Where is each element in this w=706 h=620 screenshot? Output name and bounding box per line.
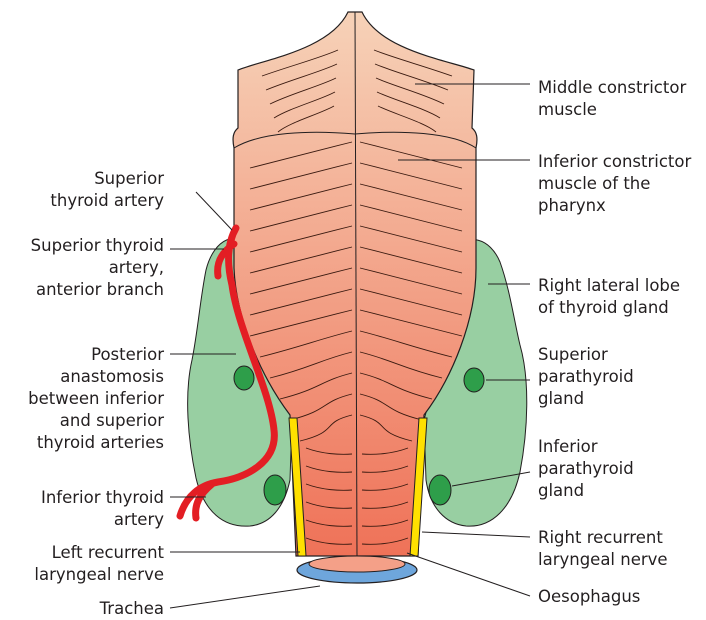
label-line: Trachea — [99, 599, 164, 618]
left-superior-parathyroid — [234, 366, 254, 390]
label-line: parathyroid — [538, 459, 634, 478]
label-line: Superior — [94, 169, 164, 188]
label-right-recurrent-nerve: Right recurrent laryngeal nerve — [538, 528, 668, 569]
label-line: laryngeal nerve — [538, 550, 668, 569]
label-line: Right lateral lobe — [538, 276, 680, 295]
label-middle-constrictor: Middle constrictor muscle — [538, 78, 686, 119]
trachea-lumen — [309, 556, 405, 572]
label-line: Inferior constrictor — [538, 152, 691, 171]
label-line: and superior — [60, 411, 164, 430]
label-trachea: Trachea — [99, 599, 164, 618]
label-sup-thyroid-artery: Superior thyroid artery — [50, 169, 164, 210]
label-inf-thyroid-artery: Inferior thyroid artery — [41, 488, 164, 529]
label-oesophagus: Oesophagus — [538, 587, 640, 606]
label-line: Posterior — [91, 345, 164, 364]
label-line: artery — [114, 510, 164, 529]
left-inferior-parathyroid — [264, 475, 286, 505]
right-superior-parathyroid — [464, 368, 484, 392]
label-line: pharynx — [538, 196, 606, 215]
label-sup-parathyroid: Superior parathyroid gland — [538, 345, 634, 408]
label-line: anastomosis — [60, 367, 164, 386]
label-line: muscle of the — [538, 174, 650, 193]
right-inferior-parathyroid — [429, 475, 451, 505]
label-inferior-constrictor: Inferior constrictor muscle of the pharynx — [538, 152, 691, 215]
label-line: Middle constrictor — [538, 78, 686, 97]
label-line: thyroid arteries — [37, 433, 164, 452]
label-line: parathyroid — [538, 367, 634, 386]
label-left-recurrent-nerve: Left recurrent laryngeal nerve — [34, 543, 164, 584]
label-line: thyroid artery — [50, 191, 164, 210]
label-line: Left recurrent — [52, 543, 165, 562]
label-line: Oesophagus — [538, 587, 640, 606]
label-line: artery, — [109, 258, 164, 277]
label-line: Inferior — [538, 437, 598, 456]
label-line: gland — [538, 389, 584, 408]
label-line: Superior — [538, 345, 608, 364]
label-sup-thyroid-artery-anterior: Superior thyroid artery, anterior branch — [31, 236, 164, 299]
label-line: muscle — [538, 100, 597, 119]
label-line: anterior branch — [36, 280, 164, 299]
label-line: of thyroid gland — [538, 298, 669, 317]
label-line: Inferior thyroid — [41, 488, 164, 507]
label-posterior-anastomosis: Posterior anastomosis between inferior and … — [28, 345, 164, 452]
label-inf-parathyroid: Inferior parathyroid gland — [538, 437, 634, 500]
label-line: between inferior — [28, 389, 164, 408]
label-right-lateral-lobe: Right lateral lobe of thyroid gland — [538, 276, 680, 317]
label-line: laryngeal nerve — [34, 565, 164, 584]
label-line: Right recurrent — [538, 528, 663, 547]
label-line: Superior thyroid — [31, 236, 164, 255]
label-line: gland — [538, 481, 584, 500]
